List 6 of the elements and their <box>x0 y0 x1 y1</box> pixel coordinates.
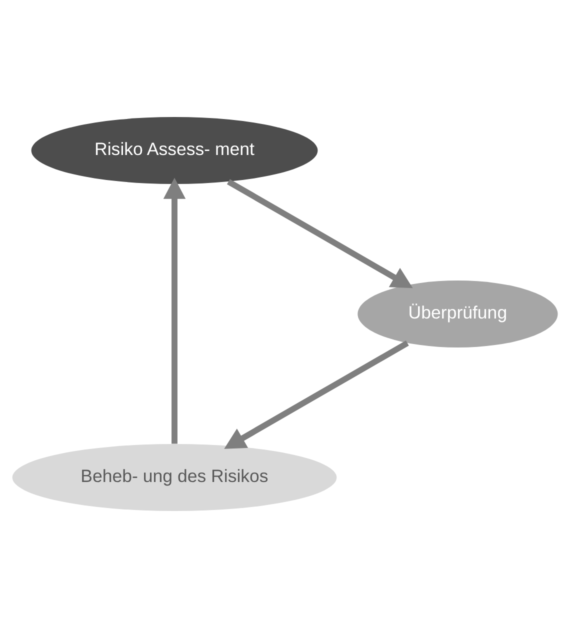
node-ellipse: Überprüfung <box>358 280 558 347</box>
node-ellipse: Beheb- ung des Risikos <box>12 444 337 510</box>
node-ellipse: Risiko Assess- ment <box>31 116 318 184</box>
arrow <box>163 177 186 444</box>
arrow <box>224 340 409 448</box>
arrow <box>226 178 413 288</box>
